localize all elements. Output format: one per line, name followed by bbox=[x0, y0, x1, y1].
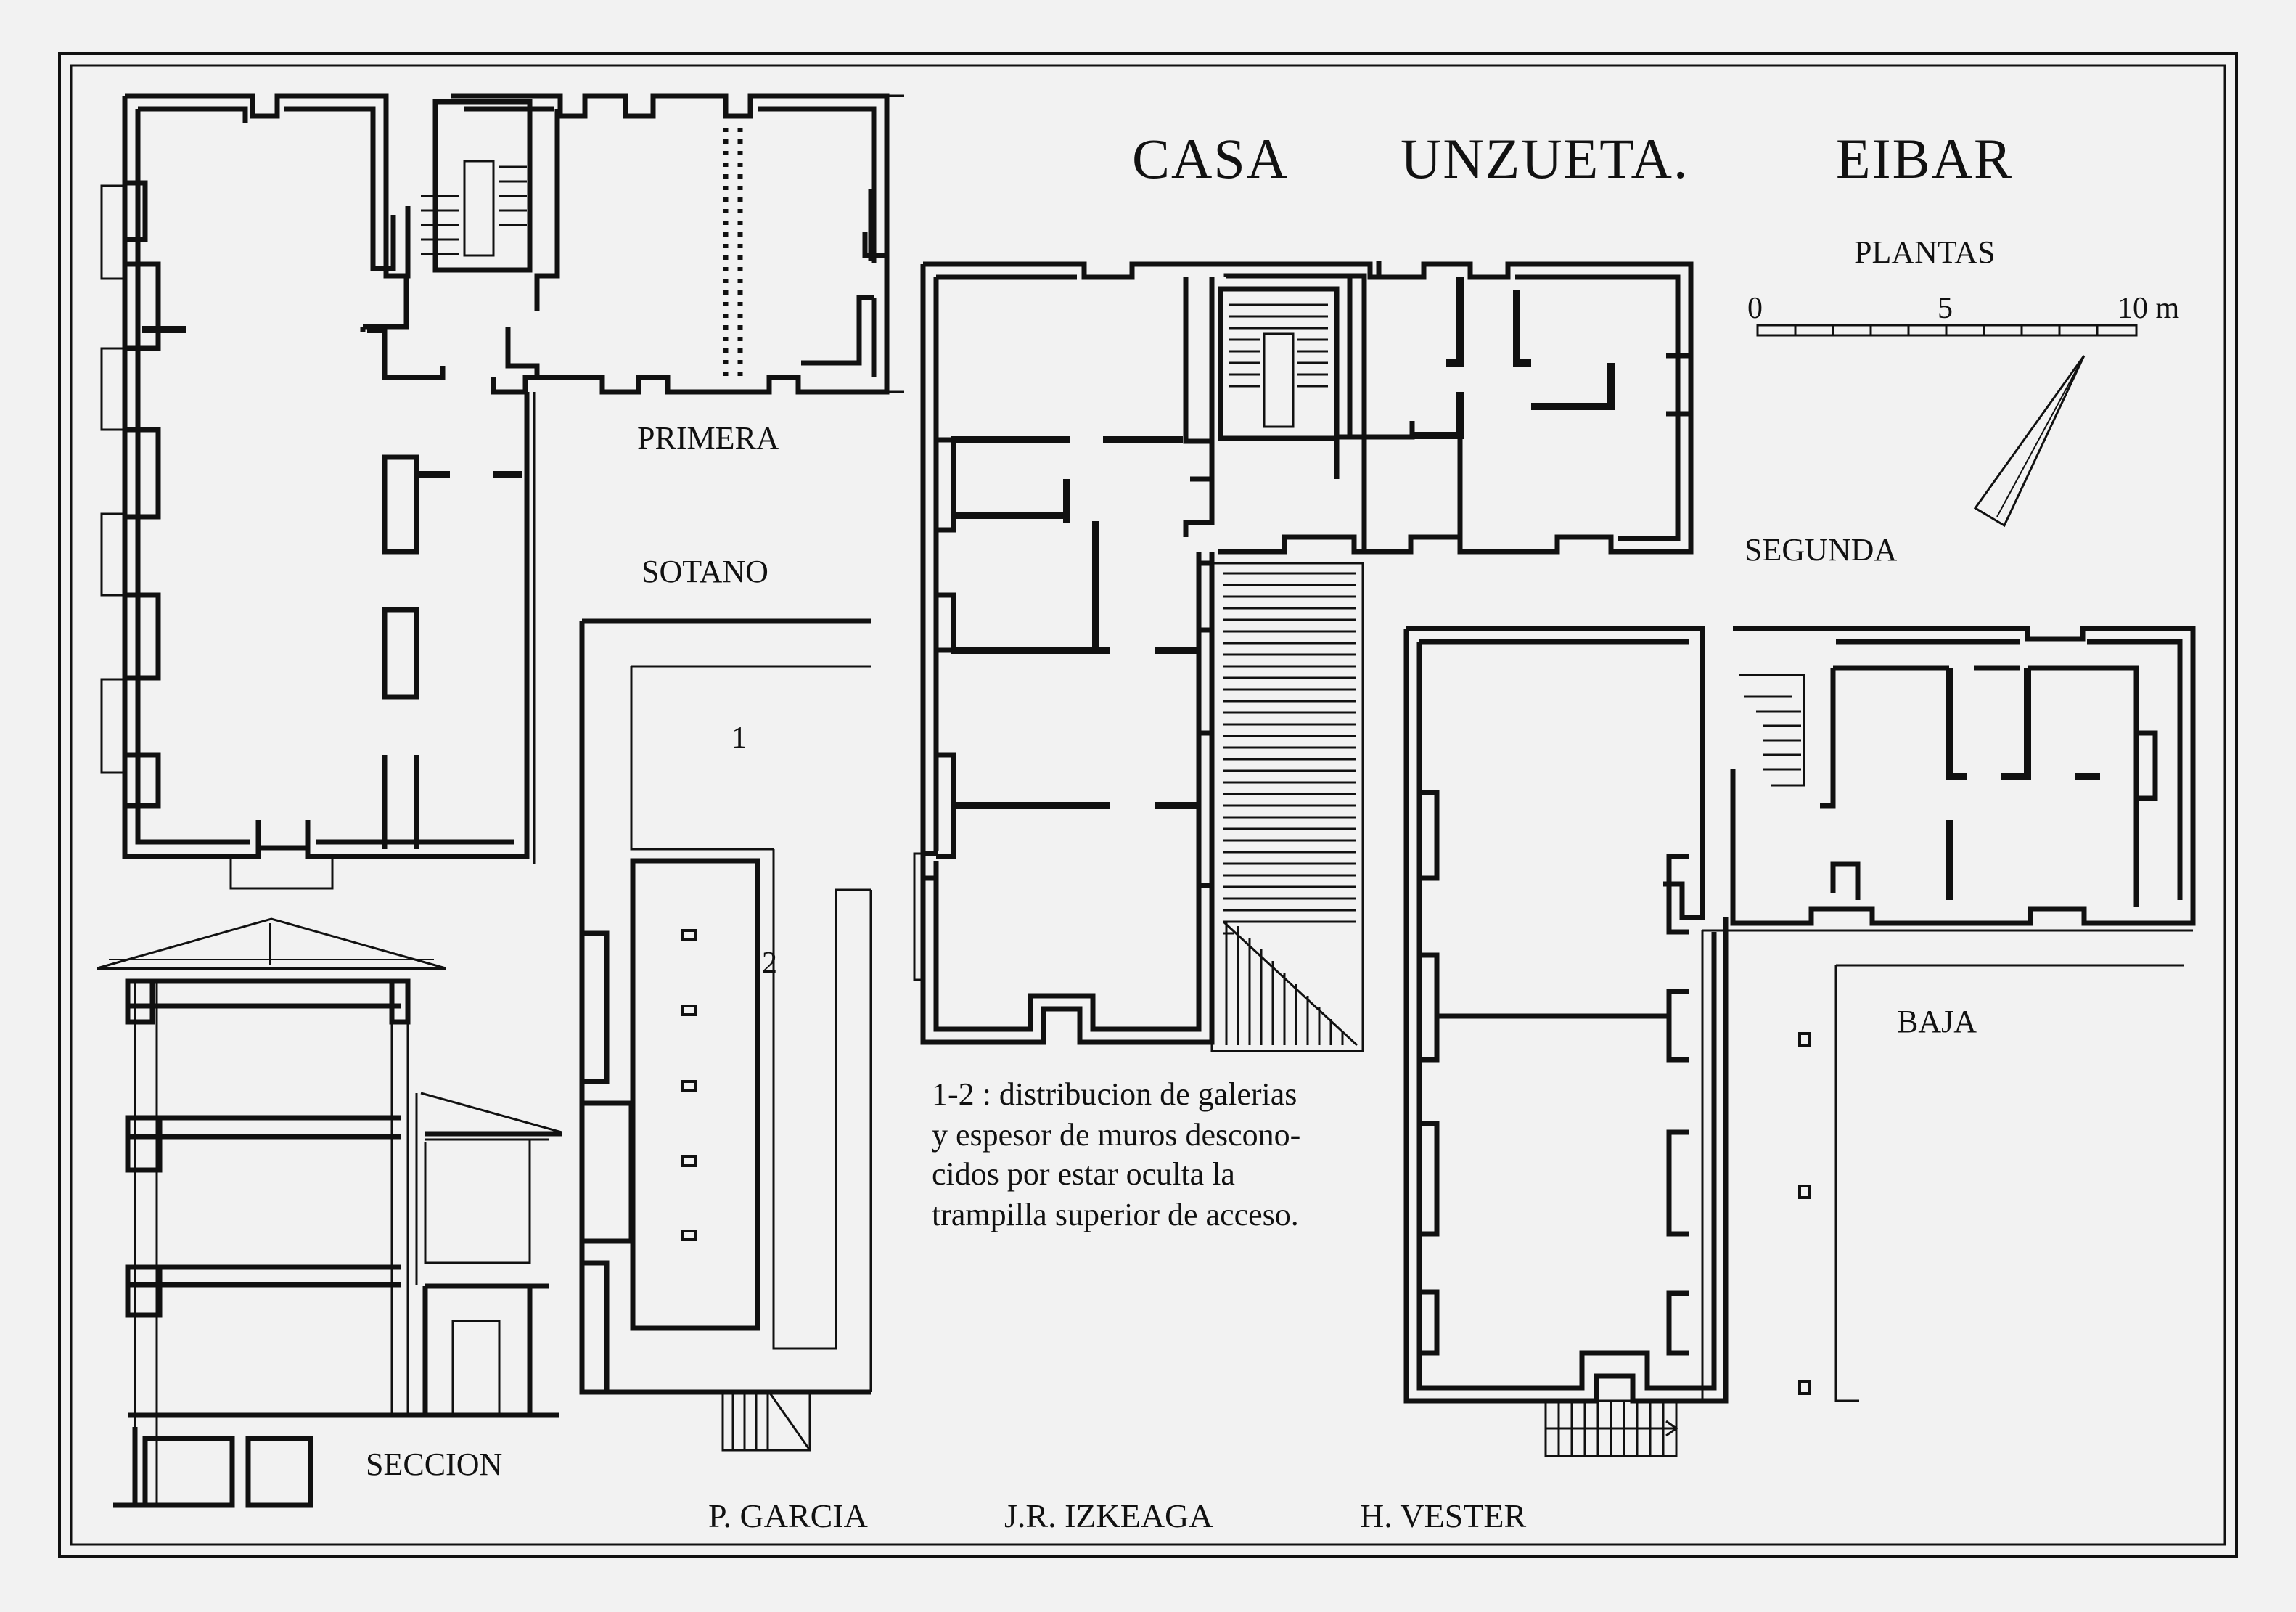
credit-author-1: P. GARCIA bbox=[708, 1497, 868, 1534]
label-seccion: SECCION bbox=[366, 1447, 502, 1482]
note-line-4: trampilla superior de acceso. bbox=[932, 1197, 1299, 1232]
gallery-number-1: 1 bbox=[731, 721, 747, 755]
credit-author-2: J.R. IZKEAGA bbox=[1004, 1497, 1213, 1534]
outer-border bbox=[58, 52, 2238, 1558]
plan-seccion bbox=[97, 917, 562, 1508]
plan-segunda bbox=[913, 261, 1694, 1052]
scale-tick-0: 0 bbox=[1747, 292, 1763, 325]
note-line-3: cidos por estar oculta la bbox=[932, 1156, 1235, 1192]
note-line-1: 1-2 : distribucion de galerias bbox=[932, 1076, 1297, 1112]
baja-pillars bbox=[1798, 1032, 1811, 1395]
basement-pillars bbox=[681, 929, 697, 1241]
baja-stair bbox=[1739, 674, 1805, 787]
label-baja: BAJA bbox=[1897, 1004, 1977, 1039]
scale-tick-5: 5 bbox=[1938, 292, 1953, 325]
scale-bar bbox=[1756, 324, 2138, 337]
credit-author-3: H. VESTER bbox=[1360, 1497, 1526, 1534]
label-sotano: SOTANO bbox=[641, 554, 768, 589]
plan-baja bbox=[1403, 626, 2196, 1457]
gallery-hatch bbox=[1222, 572, 1358, 1047]
gallery-number-2: 2 bbox=[762, 946, 777, 980]
note-line-2: y espesor de muros descono- bbox=[932, 1117, 1300, 1153]
subtitle-plantas: PLANTAS bbox=[1854, 234, 1996, 270]
plan-primera bbox=[100, 93, 904, 890]
label-segunda: SEGUNDA bbox=[1744, 532, 1897, 568]
north-arrow-icon bbox=[1973, 355, 2086, 528]
baja-entrance-stair bbox=[1544, 1399, 1678, 1457]
scale-tick-10: 10 m bbox=[2117, 292, 2180, 325]
title-word-3: EIBAR bbox=[1836, 127, 2013, 190]
basement-stair bbox=[721, 1391, 811, 1452]
label-primera: PRIMERA bbox=[637, 420, 779, 456]
title-word-2: UNZUETA. bbox=[1401, 127, 1689, 190]
plan-sotano bbox=[579, 618, 872, 1452]
inner-border bbox=[70, 64, 2226, 1546]
title-word-1: CASA bbox=[1132, 127, 1289, 190]
